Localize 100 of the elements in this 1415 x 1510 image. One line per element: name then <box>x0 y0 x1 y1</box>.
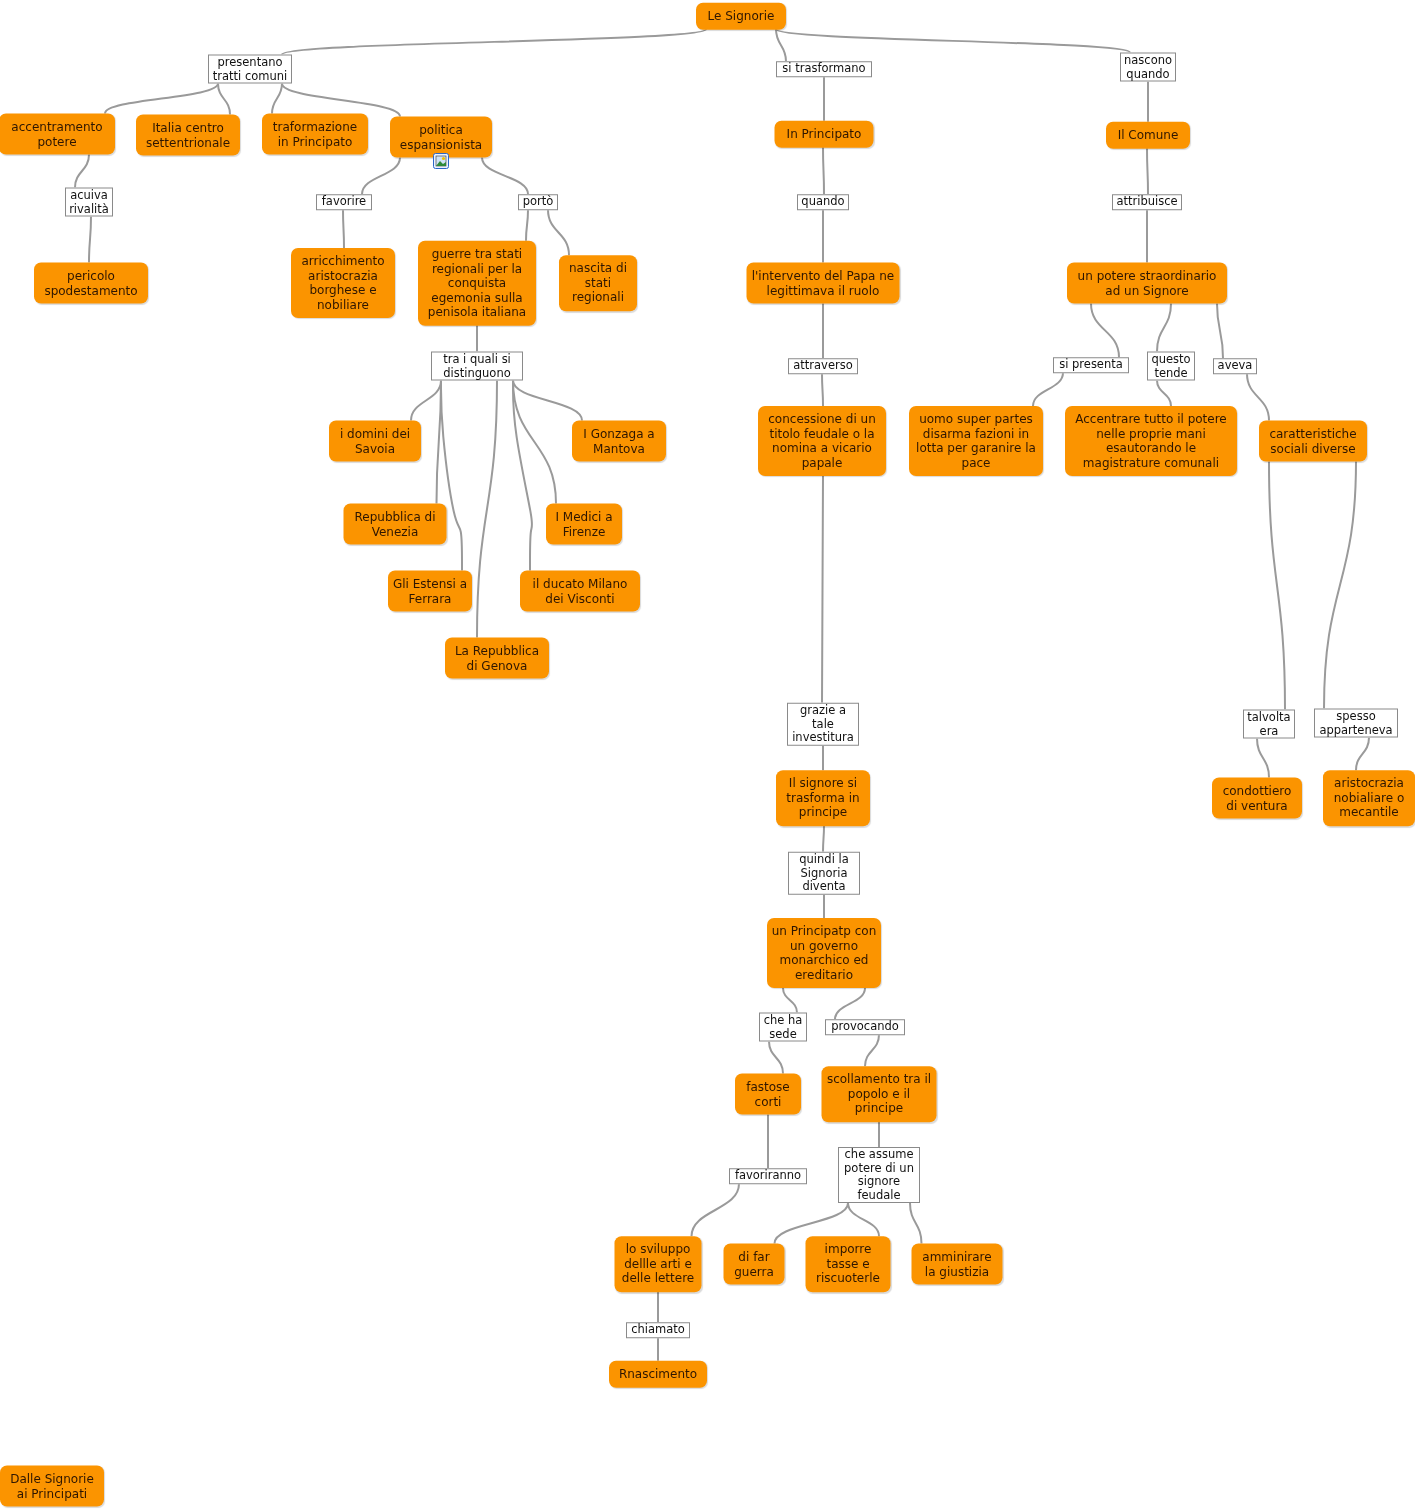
connector-line <box>878 1120 880 1148</box>
connector-line <box>481 156 529 196</box>
linking-phrase: si presenta <box>1053 357 1129 373</box>
concept-box: Le Signorie <box>696 2 786 30</box>
connector-line <box>281 82 401 118</box>
connector-line <box>74 153 90 189</box>
concept-box: politica espansionista <box>390 116 492 158</box>
concept-box: pericolo spodestamento <box>34 262 148 304</box>
connector-line <box>822 302 824 360</box>
concept-box: Italia centro settentrionale <box>136 114 240 156</box>
connector-line <box>690 1182 740 1238</box>
connector-line <box>342 208 345 249</box>
linking-phrase: quando <box>797 194 849 210</box>
connector-line <box>1156 379 1172 407</box>
concept-box: I Medici a Firenze <box>546 503 622 545</box>
connector-line <box>823 893 825 919</box>
linking-phrase: nascono quando <box>1120 52 1176 82</box>
connector-line <box>821 372 824 407</box>
connector-line <box>104 82 219 115</box>
concept-box: nascita di stati regionali <box>559 255 637 311</box>
linking-phrase: tra i quali si distinguono <box>431 351 523 381</box>
connector-line <box>909 1202 923 1245</box>
linking-phrase: favoriranno <box>729 1168 807 1184</box>
connector-line <box>1146 208 1148 264</box>
linking-phrase: che assume potere di un signore feudale <box>838 1147 920 1203</box>
concept-box: di far guerra <box>723 1243 785 1285</box>
concept-box: Gli Estensi a Ferrara <box>388 570 472 612</box>
concept-box: imporre tasse e riscuoterle <box>805 1236 891 1292</box>
concept-box: il ducato Milano dei Visconti <box>520 570 640 612</box>
linking-phrase: attraverso <box>788 358 858 374</box>
connector-line <box>1355 736 1370 772</box>
connector-line <box>547 208 570 257</box>
linking-phrase: chiamato <box>626 1322 690 1338</box>
connector-line <box>775 28 1131 54</box>
connector-line <box>217 82 231 116</box>
concept-box: Il signore si trasforma in principe <box>776 770 870 826</box>
connector-line <box>864 1033 880 1068</box>
connector-line <box>768 1040 784 1075</box>
concept-box: In Principato <box>774 120 874 148</box>
connector-line <box>657 1290 659 1324</box>
linking-phrase: presentano tratti comuni <box>208 54 292 84</box>
connector-line <box>1323 460 1357 710</box>
concept-box: Il Comune <box>1106 121 1190 149</box>
concept-box: Accentrare tutto il potere nelle proprie mani esautorando le magistrature comunali <box>1065 406 1237 476</box>
connector-line <box>476 379 498 639</box>
concept-box: i domini dei Savoia <box>329 420 421 462</box>
linking-phrase: quindi la Signoria diventa <box>788 851 860 895</box>
connector-line <box>271 82 283 115</box>
connector-line <box>1246 372 1270 422</box>
linking-phrase: si trasformano <box>776 61 872 77</box>
connector-line <box>834 987 866 1021</box>
connector-line <box>525 208 529 242</box>
connector-line <box>775 28 787 63</box>
concept-box: amminirare la giustizia <box>911 1243 1003 1285</box>
concept-box: La Repubblica di Genova <box>445 637 549 679</box>
concept-box: scollamento tra il popolo e il principe <box>821 1066 937 1122</box>
concept-box: un potere straordinario ad un Signore <box>1067 262 1227 304</box>
connector-line <box>782 987 798 1014</box>
concept-box: uomo super partes disarma fazioni in lotta per garanire la pace <box>909 406 1043 476</box>
connector-line <box>822 744 824 772</box>
connector-line <box>821 475 824 704</box>
linking-phrase: favorire <box>316 194 372 210</box>
linking-phrase: acuiva rivalità <box>65 187 113 217</box>
connector-line <box>822 208 824 264</box>
connector-line <box>476 324 478 353</box>
connector-line <box>823 75 825 122</box>
connector-line <box>1216 302 1224 360</box>
connector-line <box>1032 371 1064 407</box>
connector-line <box>847 1202 880 1238</box>
connector-line <box>1156 302 1172 353</box>
concept-box: guerre tra stati regionali per la conquista egemonia sulla penisola italiana <box>418 240 536 326</box>
concept-box: I Gonzaga a Mantova <box>572 420 666 462</box>
concept-box: arricchimento aristocrazia borghese e nobiliare <box>291 248 395 318</box>
connector-line <box>281 28 707 56</box>
concept-box: caratteristiche sociali diverse <box>1259 420 1367 462</box>
concept-box: accentramento potere <box>0 113 115 155</box>
concept-box: traformazione in Principato <box>262 113 368 155</box>
linking-phrase: talvolta era <box>1243 709 1295 739</box>
linking-phrase: grazie a tale investitura <box>787 702 859 746</box>
connector-line <box>822 824 825 853</box>
connector-line <box>1147 80 1149 123</box>
connector-line <box>361 156 401 196</box>
concept-box: Repubblica di Venezia <box>343 503 447 545</box>
linking-phrase: provocando <box>825 1019 905 1035</box>
linking-phrase: che ha sede <box>759 1012 807 1042</box>
linking-phrase: attribuisce <box>1112 194 1182 210</box>
concept-box: lo sviluppo dellle arti e delle lettere <box>614 1236 702 1292</box>
concept-box: Rnascimento <box>609 1360 707 1388</box>
connector-line <box>1268 460 1286 711</box>
linking-phrase: aveva <box>1213 358 1257 374</box>
concept-box: fastose corti <box>735 1073 801 1115</box>
connector-line <box>773 1202 849 1245</box>
connector-line <box>822 146 825 196</box>
concept-box: Dalle Signorie ai Principati <box>0 1465 104 1507</box>
concept-box: concessione di un titolo feudale o la nomina a vicario papale <box>758 406 886 476</box>
connector-line <box>1256 737 1270 779</box>
connector-line <box>657 1336 659 1362</box>
concept-box: un Principatp con un governo monarchico ed ereditario <box>767 918 881 988</box>
concept-box: aristocrazia nobialiare o mecantile <box>1323 770 1415 826</box>
concept-box: condottiero di ventura <box>1212 777 1302 819</box>
